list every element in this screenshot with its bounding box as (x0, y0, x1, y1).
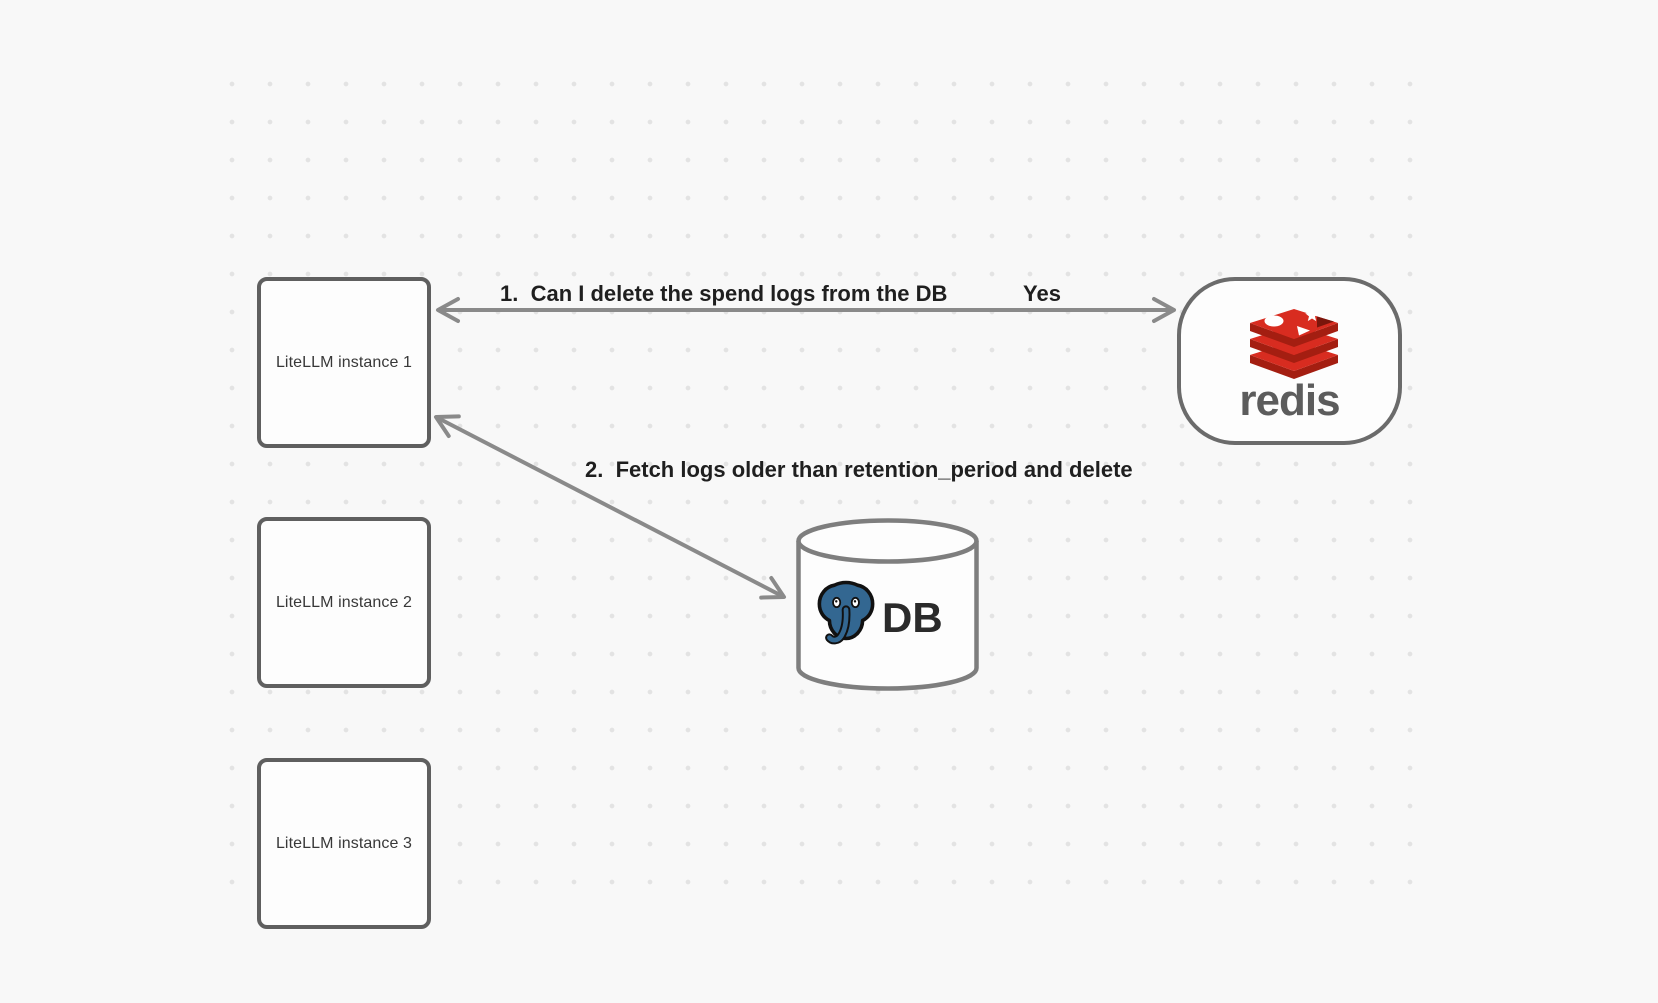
redis-wordmark: redis (1239, 376, 1340, 425)
edge-1-response-label: Yes (1023, 281, 1061, 306)
node-db-cylinder[interactable] (796, 518, 979, 691)
postgresql-elephant-icon (817, 580, 875, 645)
edge-2-label: 2. Fetch logs older than retention_perio… (585, 457, 1133, 482)
litellm-instance-1-label: LiteLLM instance 1 (275, 353, 413, 371)
db-label: DB (882, 594, 943, 641)
arrow-instance1-to-db[interactable] (434, 414, 786, 600)
node-redis[interactable]: redis (1177, 277, 1402, 445)
node-litellm-instance-3[interactable]: LiteLLM instance 3 (257, 758, 431, 929)
edge-1-label: 1. Can I delete the spend logs from the … (500, 281, 948, 306)
db-node-content: DB (796, 518, 979, 691)
litellm-instance-2-label: LiteLLM instance 2 (275, 593, 413, 611)
redis-stack-icon (1250, 308, 1338, 379)
node-litellm-instance-2[interactable]: LiteLLM instance 2 (257, 517, 431, 688)
node-litellm-instance-1[interactable]: LiteLLM instance 1 (257, 277, 431, 448)
litellm-instance-3-label: LiteLLM instance 3 (275, 834, 413, 852)
